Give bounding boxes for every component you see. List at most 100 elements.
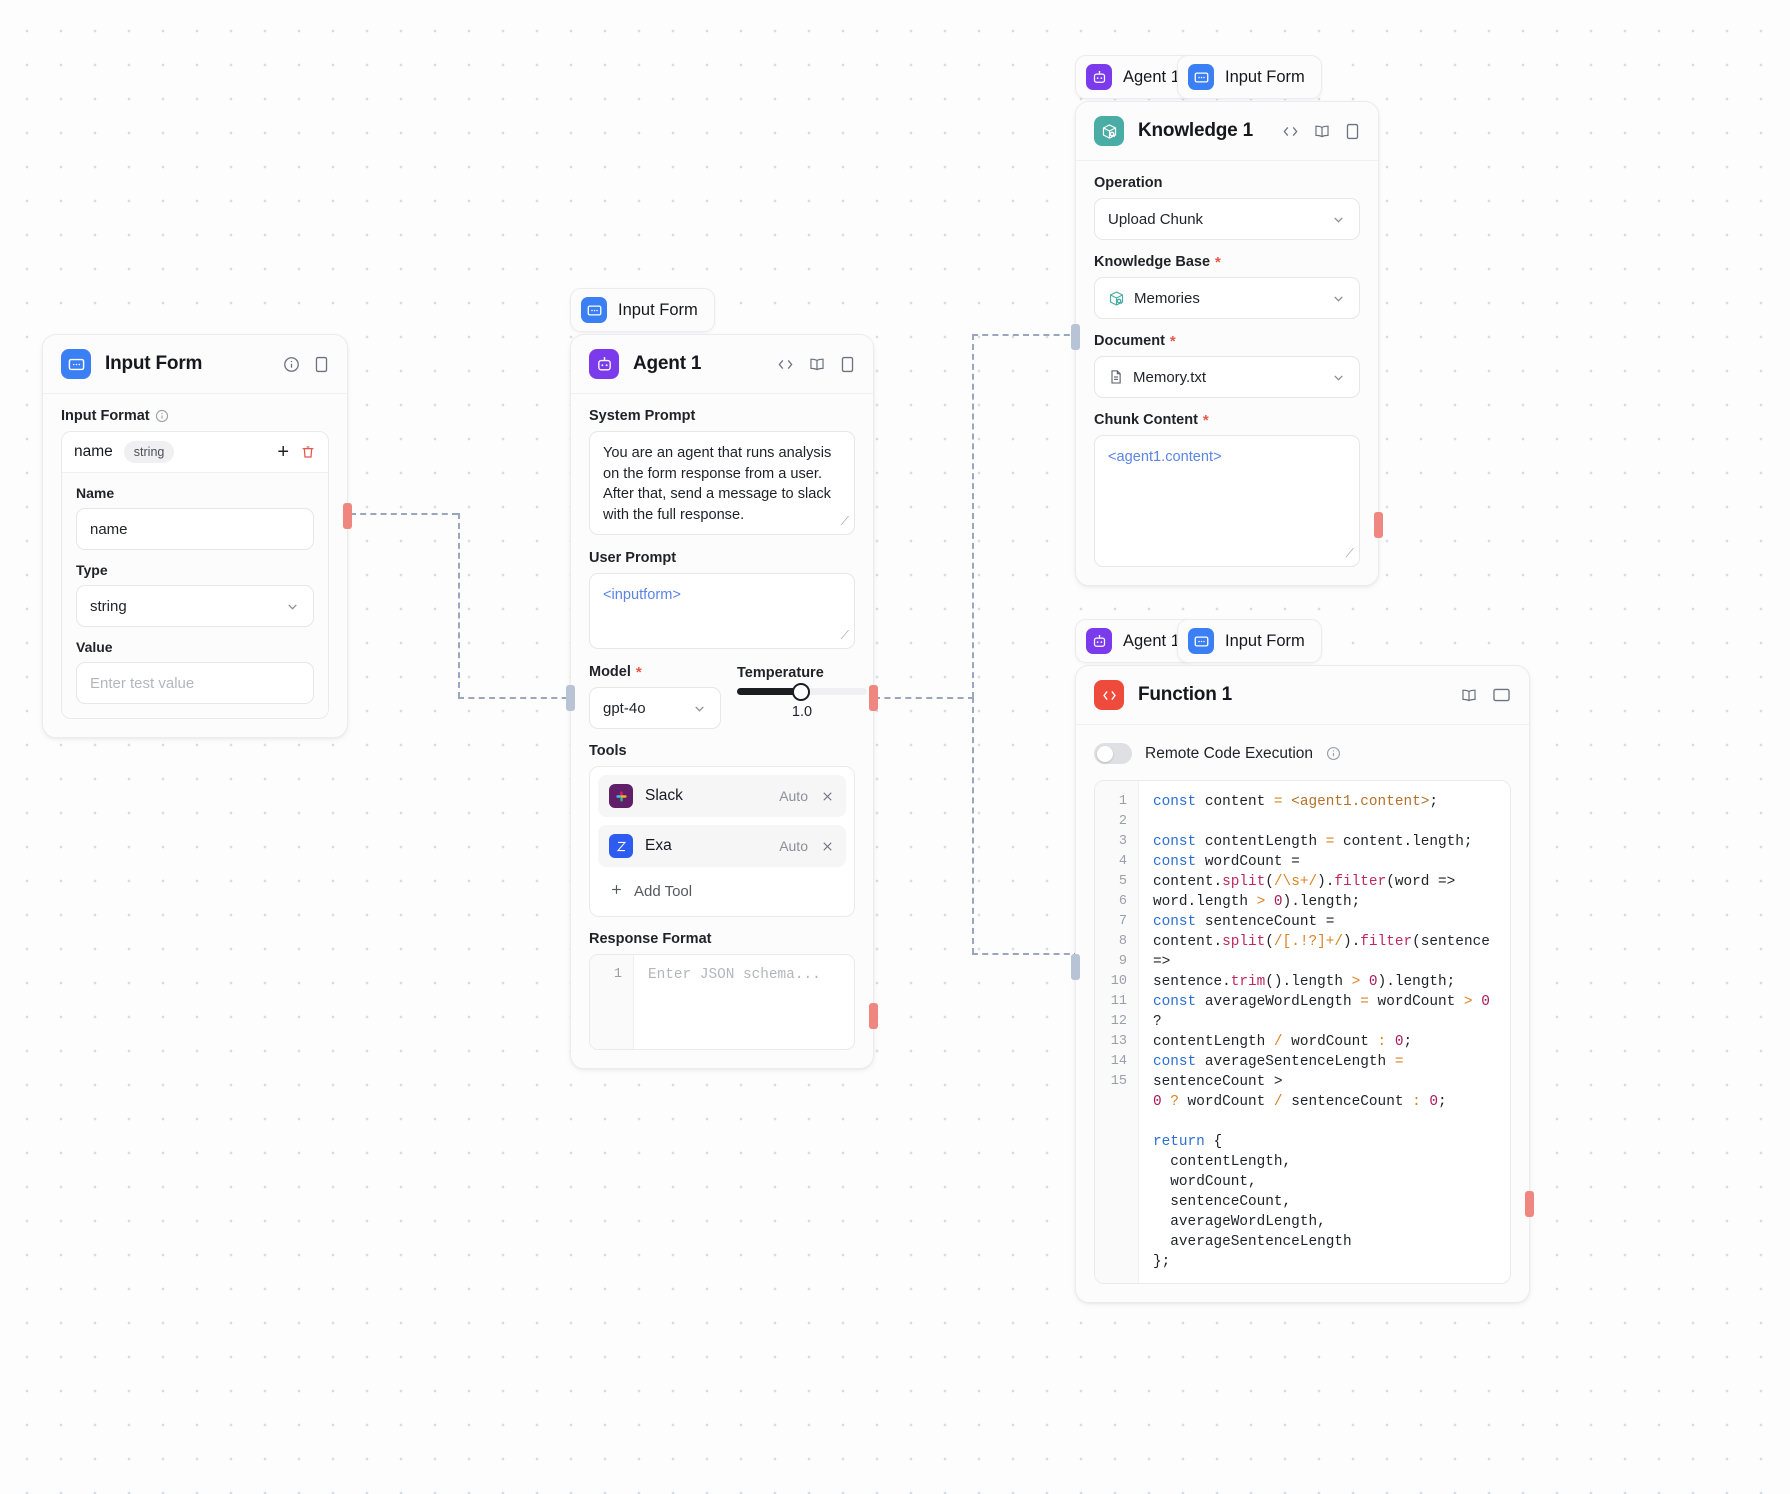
tool-row[interactable]: Slack Auto	[598, 775, 846, 817]
output-port[interactable]	[1374, 512, 1383, 538]
remote-code-execution-row[interactable]: Remote Code Execution	[1094, 739, 1511, 780]
tool-name: Exa	[645, 837, 672, 854]
input-form-icon	[1188, 64, 1214, 90]
chunk-content-textarea[interactable]: <agent1.content> ⟋	[1094, 435, 1360, 567]
resize-grip-icon[interactable]: ⟋	[1345, 545, 1354, 560]
output-port[interactable]	[869, 685, 878, 711]
code-line: return {	[1153, 1134, 1223, 1150]
panel-icon[interactable]	[1345, 123, 1360, 140]
pill-agent-1[interactable]: Agent 1	[1075, 619, 1197, 663]
code-icon[interactable]	[777, 357, 794, 372]
user-prompt-label: User Prompt	[589, 550, 677, 566]
input-port[interactable]	[1071, 324, 1080, 350]
node-title: Input Form	[105, 353, 203, 374]
temperature-slider[interactable]: 1.0	[737, 682, 867, 720]
pill-input-form[interactable]: Input Form	[570, 288, 715, 332]
document-select[interactable]: Memory.txt	[1094, 356, 1360, 398]
system-prompt-textarea[interactable]: You are an agent that runs analysis on t…	[589, 431, 855, 535]
code-icon[interactable]	[1282, 124, 1299, 139]
pill-input-form[interactable]: Input Form	[1177, 619, 1322, 663]
knowledge-header: Knowledge 1	[1076, 102, 1378, 161]
user-prompt-textarea[interactable]: <inputform> ⟋	[589, 573, 855, 649]
chunk-content-value: <agent1.content>	[1108, 449, 1222, 465]
slider-fill	[737, 688, 800, 695]
operation-select[interactable]: Upload Chunk	[1094, 198, 1360, 240]
tool-mode[interactable]: Auto	[779, 838, 808, 854]
slider-knob[interactable]	[792, 682, 810, 701]
node-title: Knowledge 1	[1138, 120, 1253, 141]
book-icon[interactable]	[1460, 687, 1478, 704]
resize-grip-icon[interactable]: ⟋	[840, 513, 849, 528]
node-agent[interactable]: Agent 1 System Prompt You are an agent t…	[566, 334, 878, 1069]
node-input-form[interactable]: Input Form Input Format	[42, 334, 352, 738]
code-line: content.split(/\s+/).filter(word =>	[1153, 874, 1456, 890]
output-port[interactable]	[1525, 1191, 1534, 1217]
info-icon[interactable]	[283, 356, 300, 373]
input-format-box: name string + Name name Type	[61, 431, 329, 719]
response-format-editor[interactable]: 1 Enter JSON schema...	[589, 954, 855, 1050]
node-title: Function 1	[1138, 684, 1233, 705]
user-prompt-value: <inputform>	[603, 587, 681, 603]
book-icon[interactable]	[1313, 123, 1331, 140]
value-input[interactable]: Enter test value	[76, 662, 314, 704]
input-form-icon	[1188, 628, 1214, 654]
type-select[interactable]: string	[76, 585, 314, 627]
value-label: Value	[76, 639, 113, 655]
operation-value: Upload Chunk	[1108, 210, 1204, 228]
output-port-secondary[interactable]	[869, 1003, 878, 1029]
line-number: 6	[1118, 894, 1127, 909]
line-number: 10	[1110, 974, 1127, 989]
window-icon[interactable]	[1492, 687, 1511, 703]
line-number: 4	[1118, 854, 1127, 869]
info-icon[interactable]	[155, 409, 169, 423]
code-line: 0 ? wordCount / sentenceCount : 0;	[1153, 1094, 1447, 1110]
remote-code-execution-toggle[interactable]	[1094, 743, 1132, 764]
pill-input-form[interactable]: Input Form	[1177, 55, 1322, 99]
input-port[interactable]	[566, 685, 575, 711]
code-line: const wordCount =	[1153, 854, 1300, 870]
input-port[interactable]	[1071, 954, 1080, 980]
add-tool-button[interactable]: Add Tool	[598, 875, 846, 908]
name-input[interactable]: name	[76, 508, 314, 550]
name-label: Name	[76, 485, 115, 501]
temperature-label: Temperature	[737, 665, 824, 681]
input-form-icon	[61, 349, 91, 379]
book-icon[interactable]	[808, 356, 826, 373]
trash-icon[interactable]	[300, 444, 316, 460]
close-icon[interactable]	[820, 789, 835, 804]
plus-icon	[609, 882, 624, 901]
edge-agent-to-knowledge-h	[972, 334, 1080, 336]
code-content[interactable]: const content = <agent1.content>; const …	[1139, 781, 1510, 1283]
document-label: Document *	[1094, 332, 1176, 350]
edge-agent-to-knowledge-v	[972, 334, 974, 698]
slider-track[interactable]	[737, 682, 867, 701]
panel-icon[interactable]	[314, 356, 329, 373]
document-icon	[1108, 369, 1124, 385]
code-line: sentence.trim().length > 0).length;	[1153, 974, 1456, 990]
slack-icon	[609, 784, 633, 808]
format-row[interactable]: name string +	[62, 432, 328, 473]
tool-row[interactable]: Exa Auto	[598, 825, 846, 867]
resize-grip-icon[interactable]: ⟋	[840, 627, 849, 642]
model-select[interactable]: gpt-4o	[589, 687, 721, 729]
node-knowledge[interactable]: Knowledge 1 Operation Upload Chunk	[1071, 101, 1383, 586]
edge-inputform-to-agent-h1	[350, 513, 458, 515]
line-number: 2	[1118, 814, 1127, 829]
info-icon[interactable]	[1326, 746, 1341, 761]
remote-code-execution-label: Remote Code Execution	[1145, 744, 1314, 762]
add-field-button[interactable]: +	[277, 441, 289, 463]
tool-mode[interactable]: Auto	[779, 788, 808, 804]
required-asterisk: *	[1169, 332, 1176, 350]
knowledge-base-select[interactable]: Memories	[1094, 277, 1360, 319]
output-port[interactable]	[343, 503, 352, 529]
panel-icon[interactable]	[840, 356, 855, 373]
knowledge-body: Operation Upload Chunk Knowledge Base *	[1076, 161, 1378, 585]
code-line: averageSentenceLength	[1153, 1234, 1352, 1250]
code-line: const contentLength = content.length;	[1153, 834, 1473, 850]
node-function[interactable]: Function 1 Remote Code Execution	[1071, 665, 1534, 1303]
close-icon[interactable]	[820, 839, 835, 854]
code-line: contentLength / wordCount : 0;	[1153, 1034, 1413, 1050]
